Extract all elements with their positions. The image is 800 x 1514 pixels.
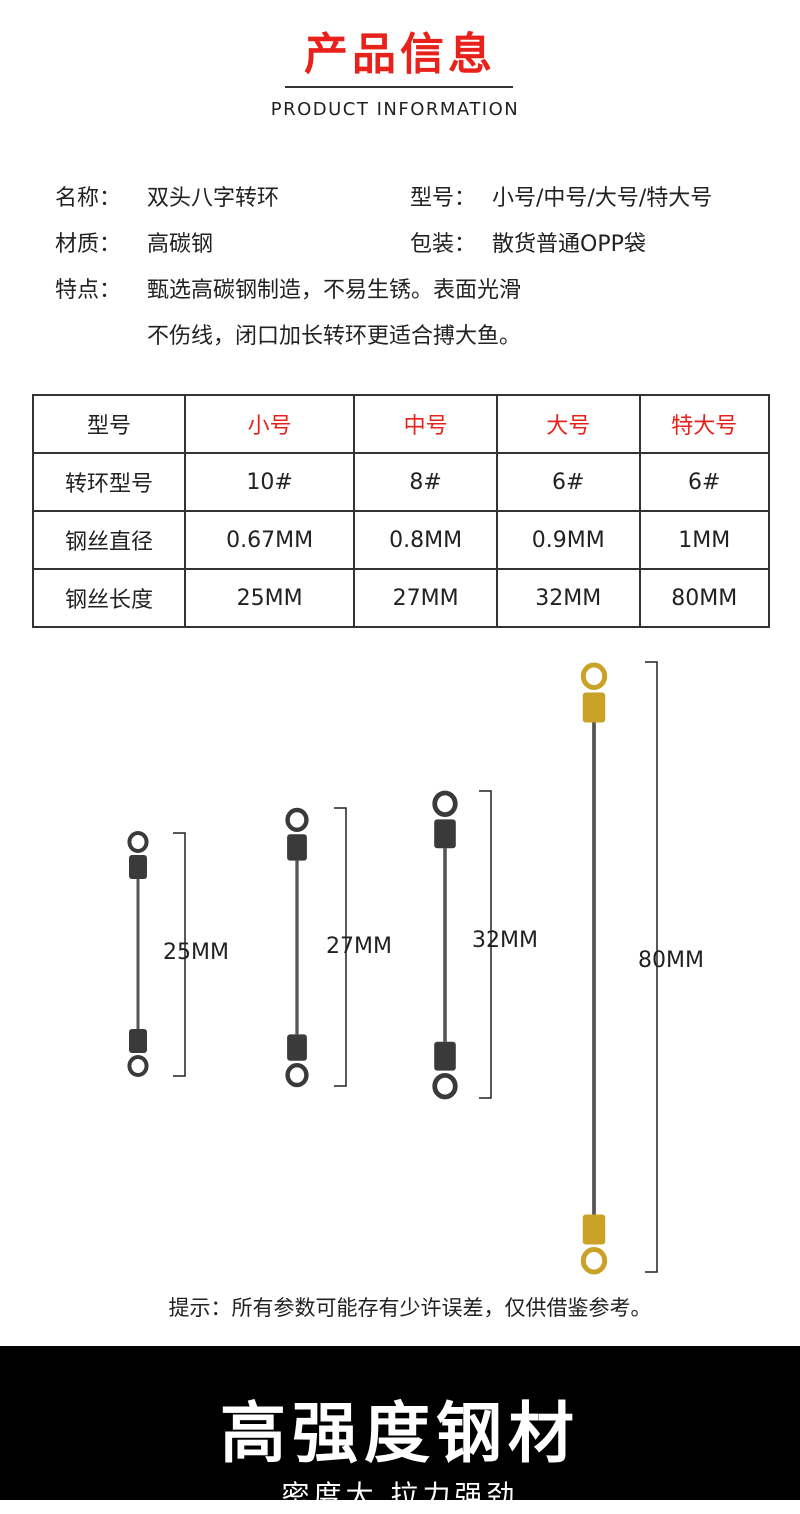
page-title: 产品信息	[304, 29, 496, 80]
length-label-large: 32MM	[472, 928, 538, 953]
swivel-barrel	[434, 819, 456, 849]
swivel-barrel	[582, 1214, 606, 1245]
table-cell: 0.9MM	[495, 510, 641, 570]
info-name: 名称： 双头八字转环	[55, 180, 279, 212]
table-cell: 钢丝长度	[32, 568, 186, 628]
swivel-eye	[580, 662, 608, 690]
info-feature-label: 特点：	[55, 278, 122, 303]
swivel-barrel	[434, 1041, 456, 1071]
table-cell: 6#	[495, 452, 641, 512]
swivel-eye	[580, 1247, 608, 1275]
table-cell: 转环型号	[32, 452, 186, 512]
info-name-label: 名称：	[55, 186, 122, 211]
swivel-barrel	[582, 692, 606, 723]
length-label-medium: 27MM	[326, 934, 392, 959]
table-header-cell: 特大号	[638, 394, 771, 454]
table-header-row: 型号 小号 中号 大号 特大号	[32, 394, 771, 454]
table-cell: 0.67MM	[183, 510, 356, 570]
swivel-eye	[432, 1073, 458, 1100]
banner-subtitle: 密度大 拉力强劲	[281, 1479, 519, 1512]
table-cell: 8#	[353, 452, 498, 512]
table-header-cell: 小号	[183, 394, 356, 454]
info-feature-line1: 甄选高碳钢制造，不易生锈。表面光滑	[147, 278, 522, 303]
table-header-cell: 中号	[353, 394, 498, 454]
info-package-label: 包装：	[410, 232, 477, 257]
table-cell: 钢丝直径	[32, 510, 186, 570]
banner-title: 高强度钢材	[220, 1395, 580, 1472]
spec-table: 型号 小号 中号 大号 特大号 转环型号 10# 8# 6# 6# 钢丝直径 0…	[32, 394, 771, 628]
banner	[0, 1346, 800, 1500]
swivel-barrel	[287, 1034, 307, 1061]
table-cell: 27MM	[353, 568, 498, 628]
disclaimer-note: 提示：所有参数可能存有少许误差，仅供借鉴参考。	[168, 1296, 652, 1320]
info-model: 型号： 小号/中号/大号/特大号	[410, 180, 712, 212]
length-bracket	[173, 832, 186, 1077]
swivel-eye	[127, 831, 149, 853]
info-name-value: 双头八字转环	[147, 186, 280, 211]
swivel-eye	[285, 1063, 309, 1088]
table-cell: 1MM	[638, 510, 771, 570]
swivel-illustration	[127, 661, 658, 1275]
title-divider	[285, 86, 513, 88]
info-feature: 特点： 甄选高碳钢制造，不易生锈。表面光滑	[55, 272, 521, 304]
swivel-barrel	[129, 855, 147, 879]
info-model-value: 小号/中号/大号/特大号	[492, 186, 713, 211]
swivel-barrel	[129, 1029, 147, 1053]
swivel-barrel	[287, 834, 307, 861]
table-row: 钢丝长度 25MM 27MM 32MM 80MM	[32, 568, 771, 628]
info-feature-line2: 不伤线，闭口加长转环更适合搏大鱼。	[147, 324, 522, 349]
table-row: 转环型号 10# 8# 6# 6#	[32, 452, 771, 512]
table-cell: 0.8MM	[353, 510, 498, 570]
info-model-label: 型号：	[410, 186, 477, 211]
length-bracket	[645, 661, 658, 1273]
table-cell: 80MM	[638, 568, 771, 628]
info-material: 材质： 高碳钢	[55, 226, 213, 258]
swivel-eye	[432, 790, 458, 818]
info-package: 包装： 散货普通OPP袋	[410, 226, 646, 258]
table-row: 钢丝直径 0.67MM 0.8MM 0.9MM 1MM	[32, 510, 771, 570]
length-bracket	[334, 807, 347, 1087]
swivel-eye	[285, 807, 309, 832]
info-package-value: 散货普通OPP袋	[492, 232, 646, 257]
table-header-cell: 型号	[32, 394, 186, 454]
table-cell: 32MM	[495, 568, 641, 628]
table-cell: 6#	[638, 452, 771, 512]
page-subtitle: PRODUCT INFORMATION	[270, 99, 520, 120]
table-cell: 25MM	[183, 568, 356, 628]
info-material-value: 高碳钢	[147, 232, 214, 257]
swivel-eye	[127, 1055, 149, 1077]
table-cell: 10#	[183, 452, 356, 512]
length-label-small: 25MM	[163, 940, 229, 965]
info-material-label: 材质：	[55, 232, 122, 257]
length-label-xlarge: 80MM	[638, 948, 704, 973]
table-header-cell: 大号	[495, 394, 641, 454]
length-bracket	[479, 790, 492, 1099]
